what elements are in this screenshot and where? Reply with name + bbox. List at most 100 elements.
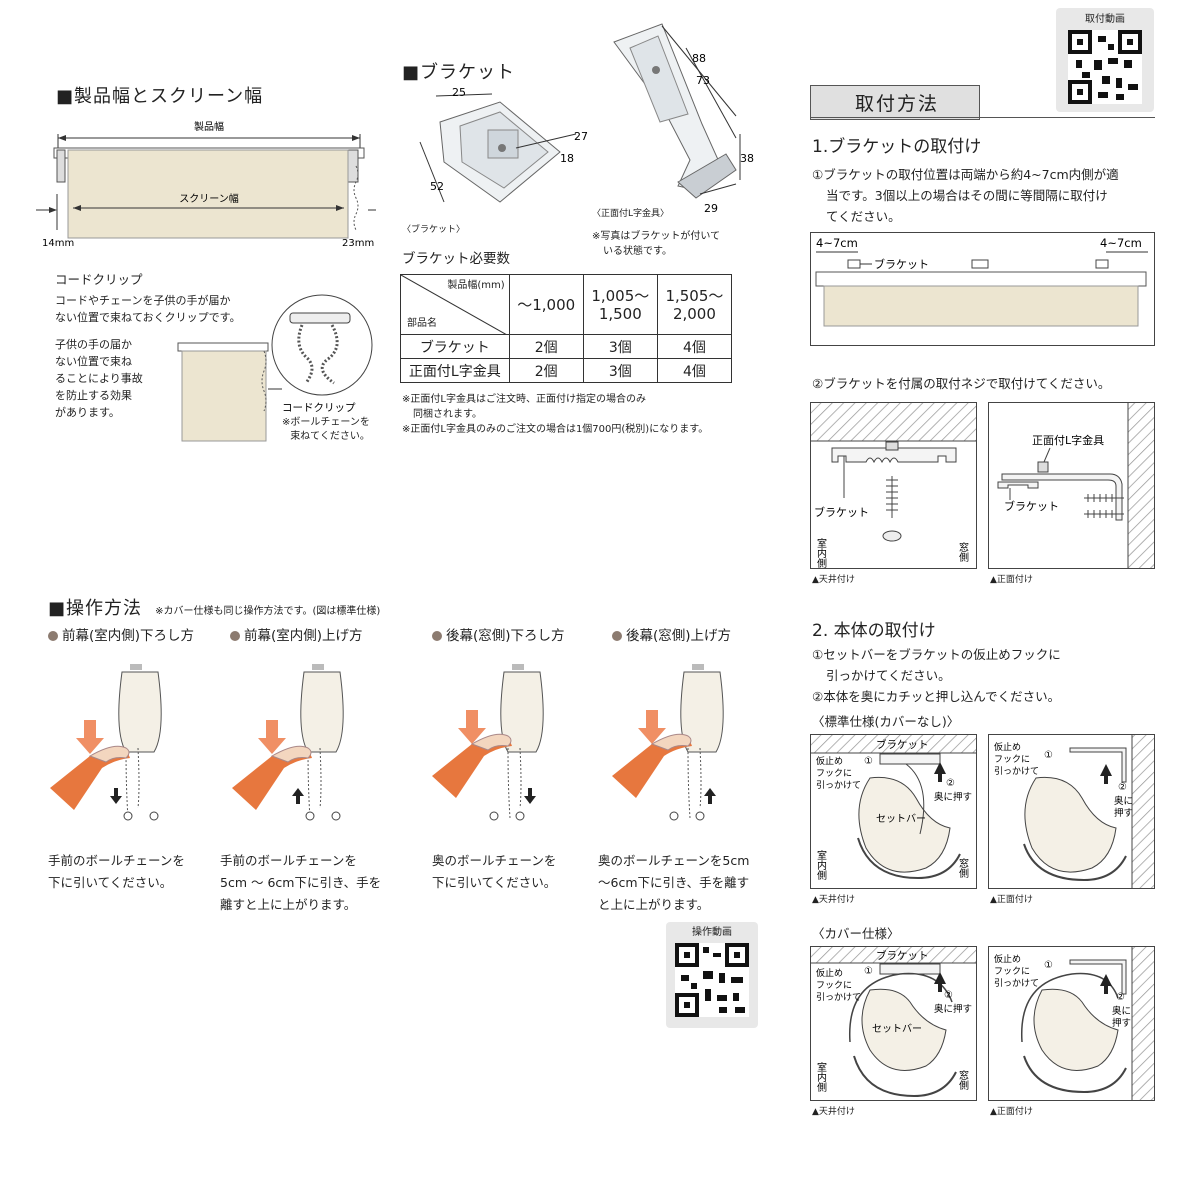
cord-clip-child-note: 子供の手の届かない位置で束ね ることにより事故を防止する効果 があります。: [55, 338, 143, 419]
right-margin: 23mm: [342, 238, 374, 249]
cover-front-diagram: 仮止め フックに 引っかけて ① ② 奥に 押す: [988, 946, 1155, 1101]
table-corner-cell: 製品幅(mm) 部品名: [400, 274, 510, 335]
operation-illustration: [232, 664, 344, 821]
step-description: 奥のボールチェーンを5cm～6cm下に引き、手を離すと上に上がります。: [598, 853, 750, 912]
install-heading-tag: 取付方法: [810, 85, 981, 120]
operation-illustration: [432, 664, 544, 821]
install-step2-desc: ①セットバーをブラケットの仮止めフックに 引っかけてください。 ②本体を奥にカチ…: [812, 647, 1061, 704]
bracket-caption: 〈ブラケット〉: [402, 225, 466, 235]
dim-left: 4~7cm: [816, 236, 858, 250]
required-heading: ブラケット必要数: [402, 251, 510, 267]
front-mount-caption: ▲正面付け: [990, 575, 1033, 585]
step-two-mark: ②: [1116, 992, 1125, 1003]
push-label: 押す: [1114, 807, 1133, 819]
hook-label: 仮止め: [816, 755, 843, 767]
step-title: 前幕(室内側)下ろし方: [48, 626, 194, 646]
front-l-bracket-label: 正面付L字金具: [1032, 433, 1104, 447]
bracket-photo-note: ※写真はブラケットが付いて いる状態です。: [592, 231, 721, 257]
step-title: 前幕(室内側)上げ方: [230, 626, 363, 646]
hook-label: 引っかけて: [816, 780, 861, 791]
qr-code-icon: [675, 943, 749, 1017]
step-one-mark: ①: [1044, 750, 1053, 761]
product-width-heading: ■製品幅とスクリーン幅: [56, 86, 264, 107]
hook-label: フックに: [816, 768, 852, 779]
install-step1-desc: ①ブラケットの取付位置は両端から約4~7cm内側が適 当です。3個以上の場合はそ…: [812, 167, 1119, 224]
product-width-label: 製品幅: [194, 120, 224, 133]
operation-illustration: [50, 664, 162, 821]
install-step1-screw-note: ②ブラケットを付属の取付ネジで取付けてください。: [812, 376, 1111, 391]
column-header: 1,505〜2,000: [656, 274, 733, 335]
standard-spec-title: 〈標準仕様(カバーなし)〉: [812, 714, 960, 729]
push-label: 奥に押す: [934, 791, 972, 803]
setbar-label: セットバー: [876, 813, 926, 825]
standard-front-diagram: 仮止め フックに 引っかけて ① ② 奥に 押す: [988, 734, 1155, 889]
step-title: 後幕(窓側)下ろし方: [432, 626, 565, 646]
l-bracket-dim-73: 73: [696, 74, 710, 87]
cover-ceiling-diagram: ブラケット 仮止め フックに 引っかけて ① ② 奥に押す セットバー 室内側 …: [810, 946, 977, 1101]
hook-label: フックに: [816, 980, 852, 991]
install-video-label: 取付動画: [1085, 14, 1125, 25]
cord-clip-label: コードクリップ: [282, 402, 356, 414]
bracket-dim-52: 52: [430, 180, 444, 193]
operation-header: ■操作方法 ※カバー仕様も同じ操作方法です。(図は標準仕様): [48, 594, 380, 620]
l-bracket-dim-29: 29: [704, 202, 718, 215]
header-part-name: 部品名: [407, 318, 437, 329]
required-notes: ※正面付L字金具はご注文時、正面付け指定の場合のみ 同梱されます。 ※正面付L字…: [402, 394, 709, 435]
standard-ceiling-caption: ▲天井付け: [812, 895, 855, 905]
step-one-mark: ①: [1044, 960, 1053, 971]
hook-label: フックに: [994, 754, 1030, 765]
front-mount-diagram: 正面付L字金具 ブラケット: [988, 402, 1155, 569]
left-margin: 14mm: [42, 238, 74, 249]
cord-clip-desc: コードやチェーンを子供の手が届かない位置で束ねておくクリップです。: [55, 294, 241, 324]
cover-spec-title: 〈カバー仕様〉: [812, 926, 900, 941]
step-two-mark: ②: [944, 990, 953, 1001]
step-title: 後幕(窓側)上げ方: [612, 626, 731, 646]
hook-label: 引っかけて: [994, 978, 1039, 989]
install-video-qr[interactable]: 取付動画: [1056, 8, 1154, 112]
push-label: 奥に押す: [934, 1003, 972, 1015]
l-bracket-dim-88: 88: [692, 52, 706, 65]
ceiling-bracket-label: ブラケット: [814, 505, 869, 519]
diagram-bracket-label: ブラケット: [876, 738, 929, 751]
l-bracket-photo: 88 73 38 29: [613, 23, 754, 215]
diagram-bracket-label: ブラケット: [876, 949, 929, 962]
screen-width-label: スクリーン幅: [179, 192, 239, 205]
window-side-label: 窓側: [957, 1069, 969, 1090]
operation-heading: ■操作方法: [48, 598, 143, 619]
product-width-diagram: 製品幅 スクリーン幅 14mm 23mm: [36, 120, 376, 249]
step-one-mark: ①: [864, 756, 873, 767]
operation-video-qr[interactable]: 操作動画: [666, 922, 758, 1028]
operation-note: ※カバー仕様も同じ操作方法です。(図は標準仕様): [155, 606, 381, 617]
install-heading-rule: [810, 117, 1155, 118]
hook-label: 仮止め: [816, 967, 843, 979]
standard-ceiling-diagram: ブラケット 仮止め フックに 引っかけて ① ② 奥に押す セットバー 室内側 …: [810, 734, 977, 889]
bracket-photo: 25 27 18 52: [419, 86, 588, 203]
hook-label: 仮止め: [994, 741, 1021, 753]
bracket-position-diagram: 4~7cm 4~7cm ブラケット: [810, 232, 1155, 346]
required-table: 製品幅(mm) 部品名 〜1,000 1,005〜1,500 1,505〜2,0…: [400, 274, 733, 383]
front-bracket-label: ブラケット: [1004, 499, 1059, 513]
l-bracket-caption: 〈正面付L字金具〉: [592, 209, 670, 219]
window-side-label: 窓側: [957, 541, 969, 562]
cover-ceiling-caption: ▲天井付け: [812, 1107, 855, 1117]
install-step2-title: 2. 本体の取付け: [812, 621, 936, 641]
operation-video-label: 操作動画: [692, 927, 732, 938]
diagram-bracket-label: ブラケット: [874, 257, 929, 271]
dim-right: 4~7cm: [1100, 236, 1142, 250]
push-label: 押す: [1112, 1017, 1131, 1029]
qr-code-icon: [1068, 30, 1142, 104]
push-label: 奥に: [1112, 1005, 1131, 1017]
l-bracket-dim-38: 38: [740, 152, 754, 165]
bullet-icon: [230, 631, 240, 641]
window-side-label: 窓側: [957, 857, 969, 878]
cord-clip-chain-note: ※ボールチェーンを束ねてください。: [282, 417, 370, 442]
install-step1-title: 1.ブラケットの取付け: [812, 137, 982, 157]
cord-clip-title: コードクリップ: [55, 272, 143, 287]
cord-clip-illustration: コードクリップ: [177, 294, 373, 442]
hook-label: 引っかけて: [994, 766, 1039, 777]
bullet-icon: [48, 631, 58, 641]
cover-front-caption: ▲正面付け: [990, 1107, 1033, 1117]
column-header: 1,005〜1,500: [582, 274, 658, 335]
indoor-side-label: 室内側: [815, 849, 827, 880]
